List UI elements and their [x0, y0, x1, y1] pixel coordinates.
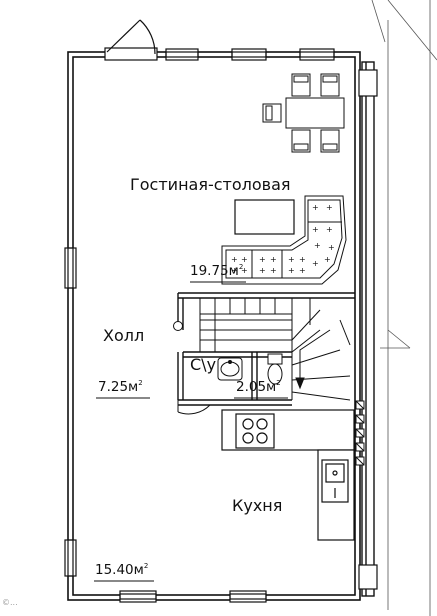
stair-post — [173, 321, 183, 331]
staircase — [199, 298, 351, 401]
svg-text:+: + — [288, 266, 295, 275]
kitchen-area-sup: 2 — [143, 562, 149, 570]
svg-text:+: + — [231, 255, 238, 264]
kitchen-counter — [221, 409, 355, 541]
svg-text:+: + — [314, 241, 321, 250]
svg-text:+: + — [328, 243, 335, 252]
wc-name: С\у — [190, 355, 217, 374]
vent-grilles — [355, 400, 365, 466]
wc-sink — [217, 357, 243, 381]
kitchen-area: 15.40м2 — [95, 562, 148, 578]
svg-text:+: + — [324, 255, 331, 264]
living-room-area-value: 19.75м — [190, 263, 239, 279]
hall-area: 7.25м2 — [98, 379, 143, 395]
kitchen-area-value: 15.40м — [95, 562, 144, 578]
area-underlines — [94, 281, 288, 582]
watermark: ©... — [2, 598, 18, 607]
corner-sofa: ++++ ++++ ++++ ++++ ++++ — [221, 195, 347, 285]
svg-text:+: + — [259, 255, 266, 264]
dining-table — [262, 73, 345, 153]
hall-name: Холл — [103, 326, 145, 345]
svg-text:+: + — [326, 203, 333, 212]
living-room-area: 19.75м2 — [190, 263, 243, 279]
svg-text:+: + — [259, 266, 266, 275]
entrance-door — [104, 19, 158, 61]
hall-area-value: 7.25м — [98, 379, 139, 395]
wc-toilet — [267, 353, 283, 385]
outer-walls — [67, 51, 361, 601]
svg-text:+: + — [288, 255, 295, 264]
wc-door — [177, 400, 211, 415]
svg-text:+: + — [299, 255, 306, 264]
svg-text:+: + — [299, 266, 306, 275]
svg-text:+: + — [270, 255, 277, 264]
coffee-table — [234, 199, 295, 235]
svg-text:+: + — [231, 266, 238, 275]
partitions — [177, 292, 355, 406]
svg-text:+: + — [312, 259, 319, 268]
living-room-name: Гостиная-столовая — [130, 175, 291, 194]
party-wall — [361, 61, 375, 597]
svg-text:+: + — [312, 203, 319, 212]
svg-text:+: + — [326, 225, 333, 234]
svg-text:+: + — [312, 225, 319, 234]
wc-area: 2.05м2 — [236, 379, 281, 395]
living-room-area-sup: 2 — [238, 263, 244, 271]
hall-area-sup: 2 — [138, 379, 143, 387]
svg-text:+: + — [270, 266, 277, 275]
windows — [64, 48, 378, 603]
wc-area-sup: 2 — [276, 379, 281, 387]
svg-text:+: + — [241, 266, 248, 275]
kitchen-name: Кухня — [232, 496, 283, 515]
guide-lines — [371, 0, 437, 616]
wc-area-value: 2.05м — [236, 379, 277, 395]
svg-text:+: + — [241, 255, 248, 264]
